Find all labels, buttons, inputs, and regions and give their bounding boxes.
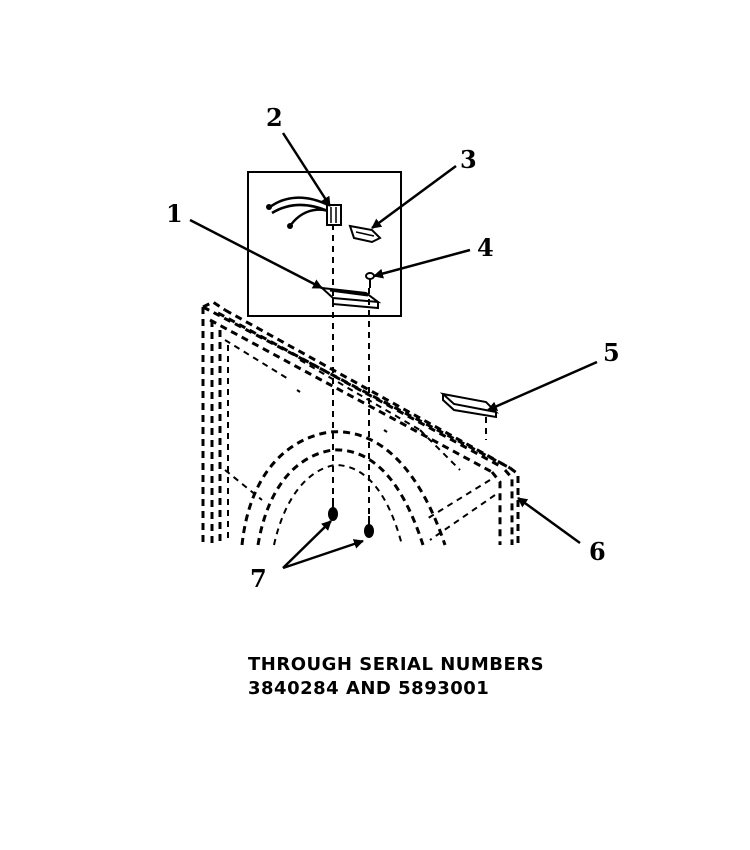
cabinet-frame <box>201 300 520 546</box>
leader-7b <box>282 539 364 570</box>
mounting-screws <box>328 498 374 538</box>
callout-5: 5 <box>603 338 620 367</box>
leader-7a <box>282 520 332 569</box>
leader-6 <box>517 496 581 545</box>
leader-1 <box>189 218 323 290</box>
caption-line-2: 3840284 AND 5893001 <box>248 678 490 699</box>
callout-3: 3 <box>460 145 477 174</box>
clip-part <box>348 224 382 244</box>
detail-inset-box <box>247 171 402 317</box>
screw-part <box>365 272 375 288</box>
connector-block <box>326 204 342 226</box>
leader-4 <box>373 248 471 279</box>
wire-harness <box>266 196 333 229</box>
callout-1: 1 <box>166 199 183 228</box>
leader-3 <box>371 164 457 230</box>
callout-2: 2 <box>266 103 283 132</box>
callout-6: 6 <box>589 537 606 566</box>
caption-line-1: THROUGH SERIAL NUMBERS <box>248 654 545 675</box>
leader-2 <box>281 132 332 207</box>
leader-5 <box>487 360 598 412</box>
strike-plate <box>439 392 500 440</box>
callout-7: 7 <box>250 564 267 593</box>
callout-4: 4 <box>477 233 494 262</box>
